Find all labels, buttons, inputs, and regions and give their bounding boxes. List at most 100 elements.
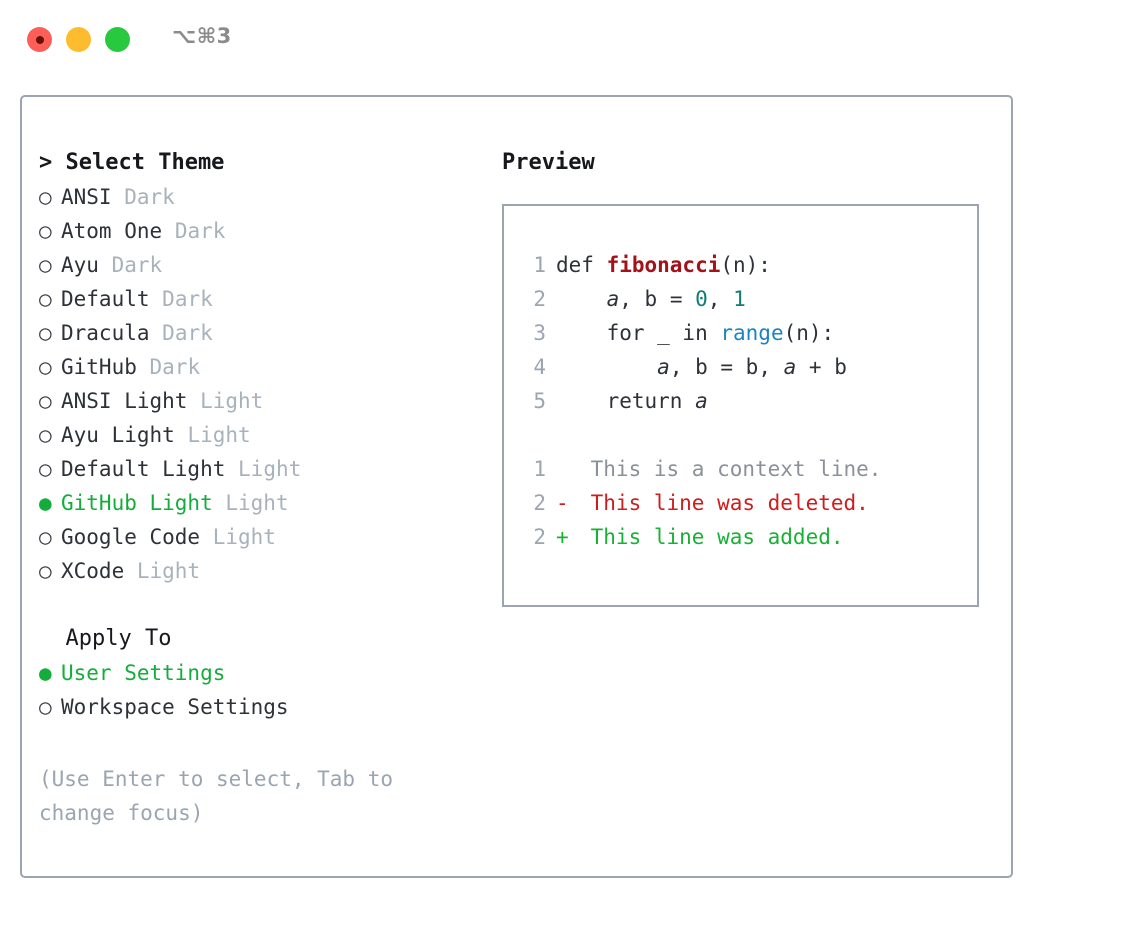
code-token: return	[556, 389, 696, 413]
diff-text: This line was added.	[578, 525, 844, 549]
theme-variant-badge: Light	[200, 389, 264, 413]
theme-option-label: GitHub Light	[61, 491, 213, 515]
diff-line: 2- This line was deleted.	[522, 486, 971, 520]
theme-option-github-light[interactable]: ● GitHub Light Light	[39, 486, 489, 520]
keyboard-hint: (Use Enter to select, Tab to change focu…	[39, 767, 406, 825]
apply-to-option-user-settings[interactable]: ●User Settings	[39, 656, 489, 690]
keyboard-shortcut-label: ⌥⌘3	[172, 24, 232, 48]
diff-marker	[556, 452, 578, 486]
radio-unselected-icon: ○	[39, 389, 52, 413]
line-number: 2	[533, 287, 546, 311]
theme-option-label: Atom One	[61, 219, 163, 243]
label-badge-gap	[225, 457, 238, 481]
theme-option-label: Default Light	[61, 457, 226, 481]
label-badge-gap	[124, 559, 137, 583]
label-badge-gap	[200, 525, 213, 549]
theme-variant-badge: Dark	[162, 321, 213, 345]
theme-option-ayu-light[interactable]: ○Ayu Light Light	[39, 418, 489, 452]
theme-option-label: Dracula	[61, 321, 150, 345]
theme-variant-badge: Dark	[111, 253, 163, 277]
apply-to-option-label: Workspace Settings	[61, 695, 289, 719]
theme-option-label: ANSI Light	[61, 389, 188, 413]
code-token: (n):	[720, 253, 771, 277]
theme-option-label: ANSI	[61, 185, 112, 209]
label-badge-gap	[175, 423, 188, 447]
code-token: range	[720, 321, 784, 345]
diff-text: This line was deleted.	[578, 491, 869, 515]
code-token: =	[657, 287, 696, 311]
label-badge-gap	[137, 355, 150, 379]
preview-column: Preview	[502, 146, 992, 180]
code-token: a	[657, 355, 670, 379]
theme-option-label: Ayu	[61, 253, 99, 277]
code-token: (n):	[783, 321, 835, 345]
close-button[interactable]	[27, 27, 52, 52]
diff-marker: +	[556, 525, 569, 549]
code-token: fibonacci	[606, 253, 721, 277]
theme-variant-badge: Light	[238, 457, 302, 481]
theme-variant-badge: Light	[187, 423, 251, 447]
label-badge-gap	[187, 389, 200, 413]
theme-variant-badge: Light	[225, 491, 289, 515]
code-token: b	[644, 287, 658, 311]
code-diff-separator	[522, 418, 971, 452]
radio-unselected-icon: ○	[39, 253, 52, 277]
diff-text: This is a context line.	[578, 457, 882, 481]
diff-marker: -	[556, 491, 569, 515]
code-token: , b = b,	[669, 355, 784, 379]
radio-unselected-icon: ○	[39, 321, 52, 345]
theme-option-default[interactable]: ○Default Dark	[39, 282, 489, 316]
theme-option-atom-one[interactable]: ○Atom One Dark	[39, 214, 489, 248]
preview-title: Preview	[502, 150, 595, 175]
minimize-button[interactable]	[66, 27, 91, 52]
theme-selection-column: > Select Theme ○ANSI Dark○Atom One Dark○…	[39, 146, 489, 724]
code-token: 0	[695, 287, 708, 311]
code-line: 2 a, b = 0, 1	[522, 282, 971, 316]
theme-option-google-code[interactable]: ○Google Code Light	[39, 520, 489, 554]
theme-option-label: Ayu Light	[61, 423, 175, 447]
label-badge-gap	[162, 219, 175, 243]
radio-selected-icon: ●	[39, 491, 52, 515]
code-line: 1 def fibonacci(n):	[522, 248, 971, 282]
theme-option-ansi[interactable]: ○ANSI Dark	[39, 180, 489, 214]
apply-to-option-workspace-settings[interactable]: ○Workspace Settings	[39, 690, 489, 724]
code-token: def	[556, 253, 607, 277]
radio-unselected-icon: ○	[39, 355, 52, 379]
theme-option-default-light[interactable]: ○Default Light Light	[39, 452, 489, 486]
code-token: a	[695, 389, 708, 413]
code-token: ,	[619, 287, 645, 311]
code-token: ,	[707, 287, 734, 311]
line-number: 2	[533, 491, 546, 515]
apply-to-header: Apply To	[39, 626, 172, 651]
theme-option-dracula[interactable]: ○ Dracula Dark	[39, 316, 489, 350]
theme-variant-badge: Dark	[174, 219, 226, 243]
traffic-lights	[27, 27, 130, 52]
radio-selected-icon: ●	[39, 661, 52, 685]
theme-option-xcode[interactable]: ○XCode Light	[39, 554, 489, 588]
line-number: 1	[533, 457, 546, 481]
label-badge-gap	[213, 491, 226, 515]
label-badge-gap	[112, 185, 125, 209]
line-number: 4	[533, 355, 546, 379]
code-token	[556, 355, 657, 379]
theme-option-ayu[interactable]: ○ Ayu Dark	[39, 248, 489, 282]
theme-list: ○ANSI Dark○Atom One Dark○Ayu Dark○Defaul…	[39, 180, 489, 588]
theme-variant-badge: Light	[136, 559, 201, 583]
code-token: a	[606, 287, 620, 311]
theme-option-label: GitHub	[61, 355, 137, 379]
panel-content: > Select Theme ○ANSI Dark○Atom One Dark○…	[22, 97, 1011, 876]
radio-unselected-icon: ○	[39, 185, 52, 209]
label-badge-gap	[150, 321, 163, 345]
line-number: 1	[533, 253, 546, 277]
maximize-button[interactable]	[105, 27, 130, 52]
theme-option-label: Default	[61, 287, 150, 311]
label-badge-gap	[150, 287, 163, 311]
theme-variant-badge: Light	[212, 525, 276, 549]
code-line: 5 return a	[522, 384, 971, 418]
theme-option-github[interactable]: ○GitHub Dark	[39, 350, 489, 384]
theme-option-ansi-light[interactable]: ○ ANSI Light Light	[39, 384, 489, 418]
theme-option-label: Google Code	[61, 525, 201, 549]
